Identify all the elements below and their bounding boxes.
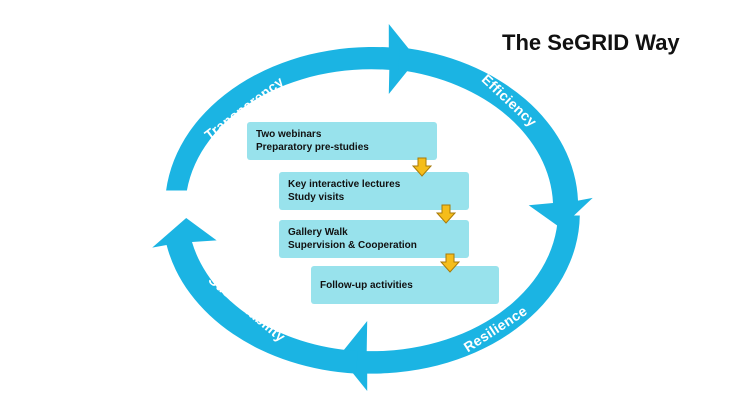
- down-arrow-icon: [436, 204, 456, 224]
- down-arrow-icon: [440, 253, 460, 273]
- step-1-line-2: Preparatory pre-studies: [256, 142, 369, 153]
- cycle-arrow-bottom-right: [339, 215, 580, 391]
- cycle-arrow-bottom-left: [152, 218, 358, 374]
- cycle-arrow-top-left: [166, 24, 417, 191]
- step-box-3: Gallery Walk Supervision & Cooperation: [279, 220, 469, 258]
- cycle-arrow-top-right: [398, 47, 593, 229]
- step-3-line-2: Supervision & Cooperation: [288, 240, 417, 251]
- step-3-line-1: Gallery Walk: [288, 227, 348, 238]
- page-title: The SeGRID Way: [502, 30, 680, 55]
- step-box-1: Two webinars Preparatory pre-studies: [247, 122, 437, 160]
- step-4-line-1: Follow-up activities: [320, 279, 413, 291]
- step-2-line-1: Key interactive lectures: [288, 179, 401, 190]
- step-box-4: Follow-up activities: [311, 266, 499, 304]
- cycle-label-resilience: Resilience: [461, 302, 530, 355]
- step-1-line-1: Two webinars: [256, 129, 322, 140]
- step-2-line-2: Study visits: [288, 192, 345, 203]
- step-box-2: Key interactive lectures Study visits: [279, 172, 469, 210]
- down-arrow-icon: [412, 157, 432, 177]
